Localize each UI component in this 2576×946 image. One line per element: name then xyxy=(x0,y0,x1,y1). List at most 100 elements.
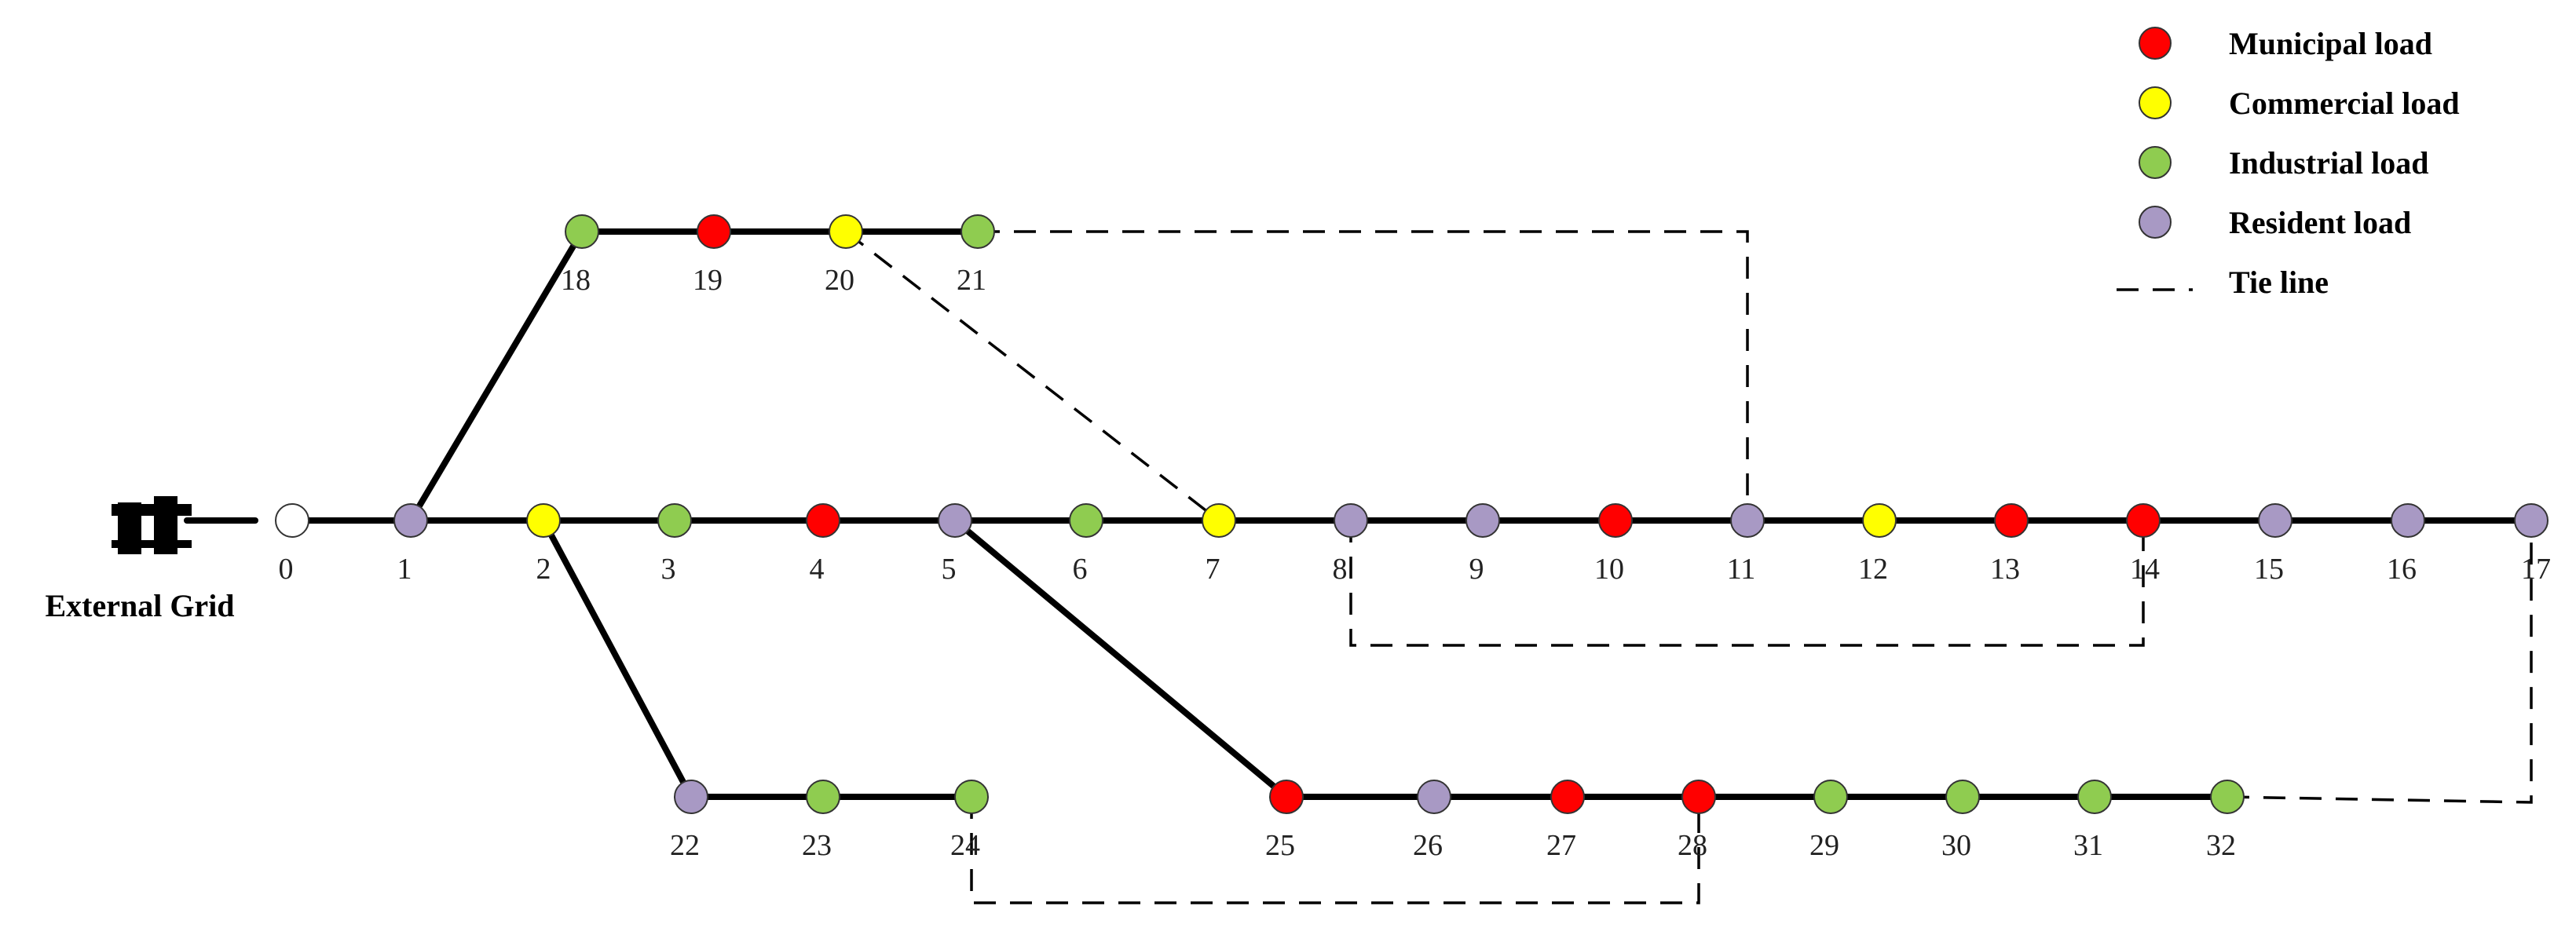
bus-9-marker[interactable] xyxy=(1465,503,1500,538)
bus-13[interactable]: 13 xyxy=(1990,503,2029,586)
external-grid-icon: External Grid xyxy=(45,496,258,623)
bus-8[interactable]: 8 xyxy=(1333,503,1368,586)
bus-0-marker[interactable] xyxy=(275,503,309,538)
bus-22-marker[interactable] xyxy=(674,780,708,814)
bus-21-marker[interactable] xyxy=(961,214,995,249)
grid-bar-top xyxy=(112,504,192,516)
bus-32[interactable]: 32 xyxy=(2206,780,2245,862)
tie-line-21-11 xyxy=(978,230,1749,520)
bus-28-marker[interactable] xyxy=(1681,780,1716,814)
bus-21[interactable]: 21 xyxy=(957,214,995,297)
legend-item-industrial: Industrial load xyxy=(2139,145,2429,181)
legend-item-commercial: Commercial load xyxy=(2139,86,2460,121)
bus-25-marker[interactable] xyxy=(1269,780,1304,814)
bus-14[interactable]: 14 xyxy=(2126,503,2161,586)
bus-1[interactable]: 1 xyxy=(393,503,428,586)
bus-15[interactable]: 15 xyxy=(2254,503,2292,586)
bus-4[interactable]: 4 xyxy=(806,503,840,586)
bus-18[interactable]: 18 xyxy=(561,214,599,297)
bus-32-marker[interactable] xyxy=(2210,780,2245,814)
external-grid-label: External Grid xyxy=(45,588,234,623)
bus-0-label: 0 xyxy=(279,553,294,586)
bus-7-marker[interactable] xyxy=(1202,503,1236,538)
legend-resident-label: Resident load xyxy=(2229,205,2411,240)
bus-10-marker[interactable] xyxy=(1598,503,1633,538)
bus-6-marker[interactable] xyxy=(1069,503,1103,538)
bus-22-label: 22 xyxy=(670,829,700,862)
bus-2[interactable]: 2 xyxy=(526,503,561,586)
bus-18-marker[interactable] xyxy=(565,214,599,249)
bus-29[interactable]: 29 xyxy=(1809,780,1848,862)
bus-20-marker[interactable] xyxy=(829,214,863,249)
bus-9-label: 9 xyxy=(1469,553,1484,586)
bus-28-label: 28 xyxy=(1678,829,1707,862)
bus-26-marker[interactable] xyxy=(1417,780,1451,814)
branch-1-18 xyxy=(408,228,585,524)
bus-0[interactable]: 0 xyxy=(275,503,309,586)
bus-10[interactable]: 10 xyxy=(1594,503,1633,586)
bus-29-label: 29 xyxy=(1809,829,1839,862)
bus-12-marker[interactable] xyxy=(1862,503,1897,538)
bus-20[interactable]: 20 xyxy=(825,214,863,297)
bus-16-marker[interactable] xyxy=(2391,503,2425,538)
branch-5-25 xyxy=(952,517,1290,800)
bus-6-label: 6 xyxy=(1073,553,1088,586)
bus-18-label: 18 xyxy=(561,264,591,297)
legend-item-municipal: Municipal load xyxy=(2139,26,2432,61)
bus-23[interactable]: 23 xyxy=(802,780,840,862)
bus-25-label: 25 xyxy=(1265,829,1295,862)
bus-5[interactable]: 5 xyxy=(938,503,972,586)
bus-27-label: 27 xyxy=(1546,829,1576,862)
bus-24[interactable]: 24 xyxy=(950,780,989,862)
bus-7[interactable]: 7 xyxy=(1202,503,1236,586)
bus-1-label: 1 xyxy=(397,553,412,586)
bus-19[interactable]: 19 xyxy=(693,214,731,297)
bus-24-marker[interactable] xyxy=(954,780,989,814)
bus-19-marker[interactable] xyxy=(697,214,731,249)
bus-31[interactable]: 31 xyxy=(2073,780,2112,862)
bus-28[interactable]: 28 xyxy=(1678,780,1716,862)
bus-29-marker[interactable] xyxy=(1813,780,1848,814)
bus-30-label: 30 xyxy=(1941,829,1971,862)
bus-17-marker[interactable] xyxy=(2514,503,2549,538)
bus-30-marker[interactable] xyxy=(1945,780,1980,814)
bus-2-marker[interactable] xyxy=(526,503,561,538)
bus-16[interactable]: 16 xyxy=(2387,503,2425,586)
legend-item-tie: Tie line xyxy=(2117,265,2329,300)
bus-11-label: 11 xyxy=(1727,553,1756,586)
bus-25[interactable]: 25 xyxy=(1265,780,1304,862)
bus-16-label: 16 xyxy=(2387,553,2417,586)
bus-9[interactable]: 9 xyxy=(1465,503,1500,586)
bus-4-marker[interactable] xyxy=(806,503,840,538)
bus-6[interactable]: 6 xyxy=(1069,503,1103,586)
bus-14-marker[interactable] xyxy=(2126,503,2161,538)
bus-26[interactable]: 26 xyxy=(1413,780,1451,862)
bus-5-marker[interactable] xyxy=(938,503,972,538)
bus-12[interactable]: 12 xyxy=(1858,503,1897,586)
bus-23-marker[interactable] xyxy=(806,780,840,814)
bus-11[interactable]: 11 xyxy=(1727,503,1765,586)
bus-27-marker[interactable] xyxy=(1550,780,1585,814)
legend-industrial-swatch xyxy=(2139,146,2172,179)
legend-municipal-swatch xyxy=(2139,27,2172,60)
grid-bar-bottom xyxy=(112,540,192,548)
tie-line-20-7 xyxy=(844,230,1220,522)
bus-17[interactable]: 17 xyxy=(2514,503,2551,586)
tie-line-24-28 xyxy=(970,797,1700,904)
bus-22[interactable]: 22 xyxy=(670,780,708,862)
bus-31-marker[interactable] xyxy=(2077,780,2112,814)
legend-commercial-swatch xyxy=(2139,86,2172,119)
bus-15-marker[interactable] xyxy=(2258,503,2292,538)
bus-3-marker[interactable] xyxy=(657,503,692,538)
bus-3[interactable]: 3 xyxy=(657,503,692,586)
bus-27[interactable]: 27 xyxy=(1546,780,1585,862)
bus-8-label: 8 xyxy=(1333,553,1348,586)
bus-13-marker[interactable] xyxy=(1994,503,2029,538)
legend-industrial-label: Industrial load xyxy=(2229,145,2429,181)
bus-30[interactable]: 30 xyxy=(1941,780,1980,862)
bus-21-label: 21 xyxy=(957,264,986,297)
bus-11-marker[interactable] xyxy=(1730,503,1765,538)
bus-1-marker[interactable] xyxy=(393,503,428,538)
bus-8-marker[interactable] xyxy=(1334,503,1368,538)
